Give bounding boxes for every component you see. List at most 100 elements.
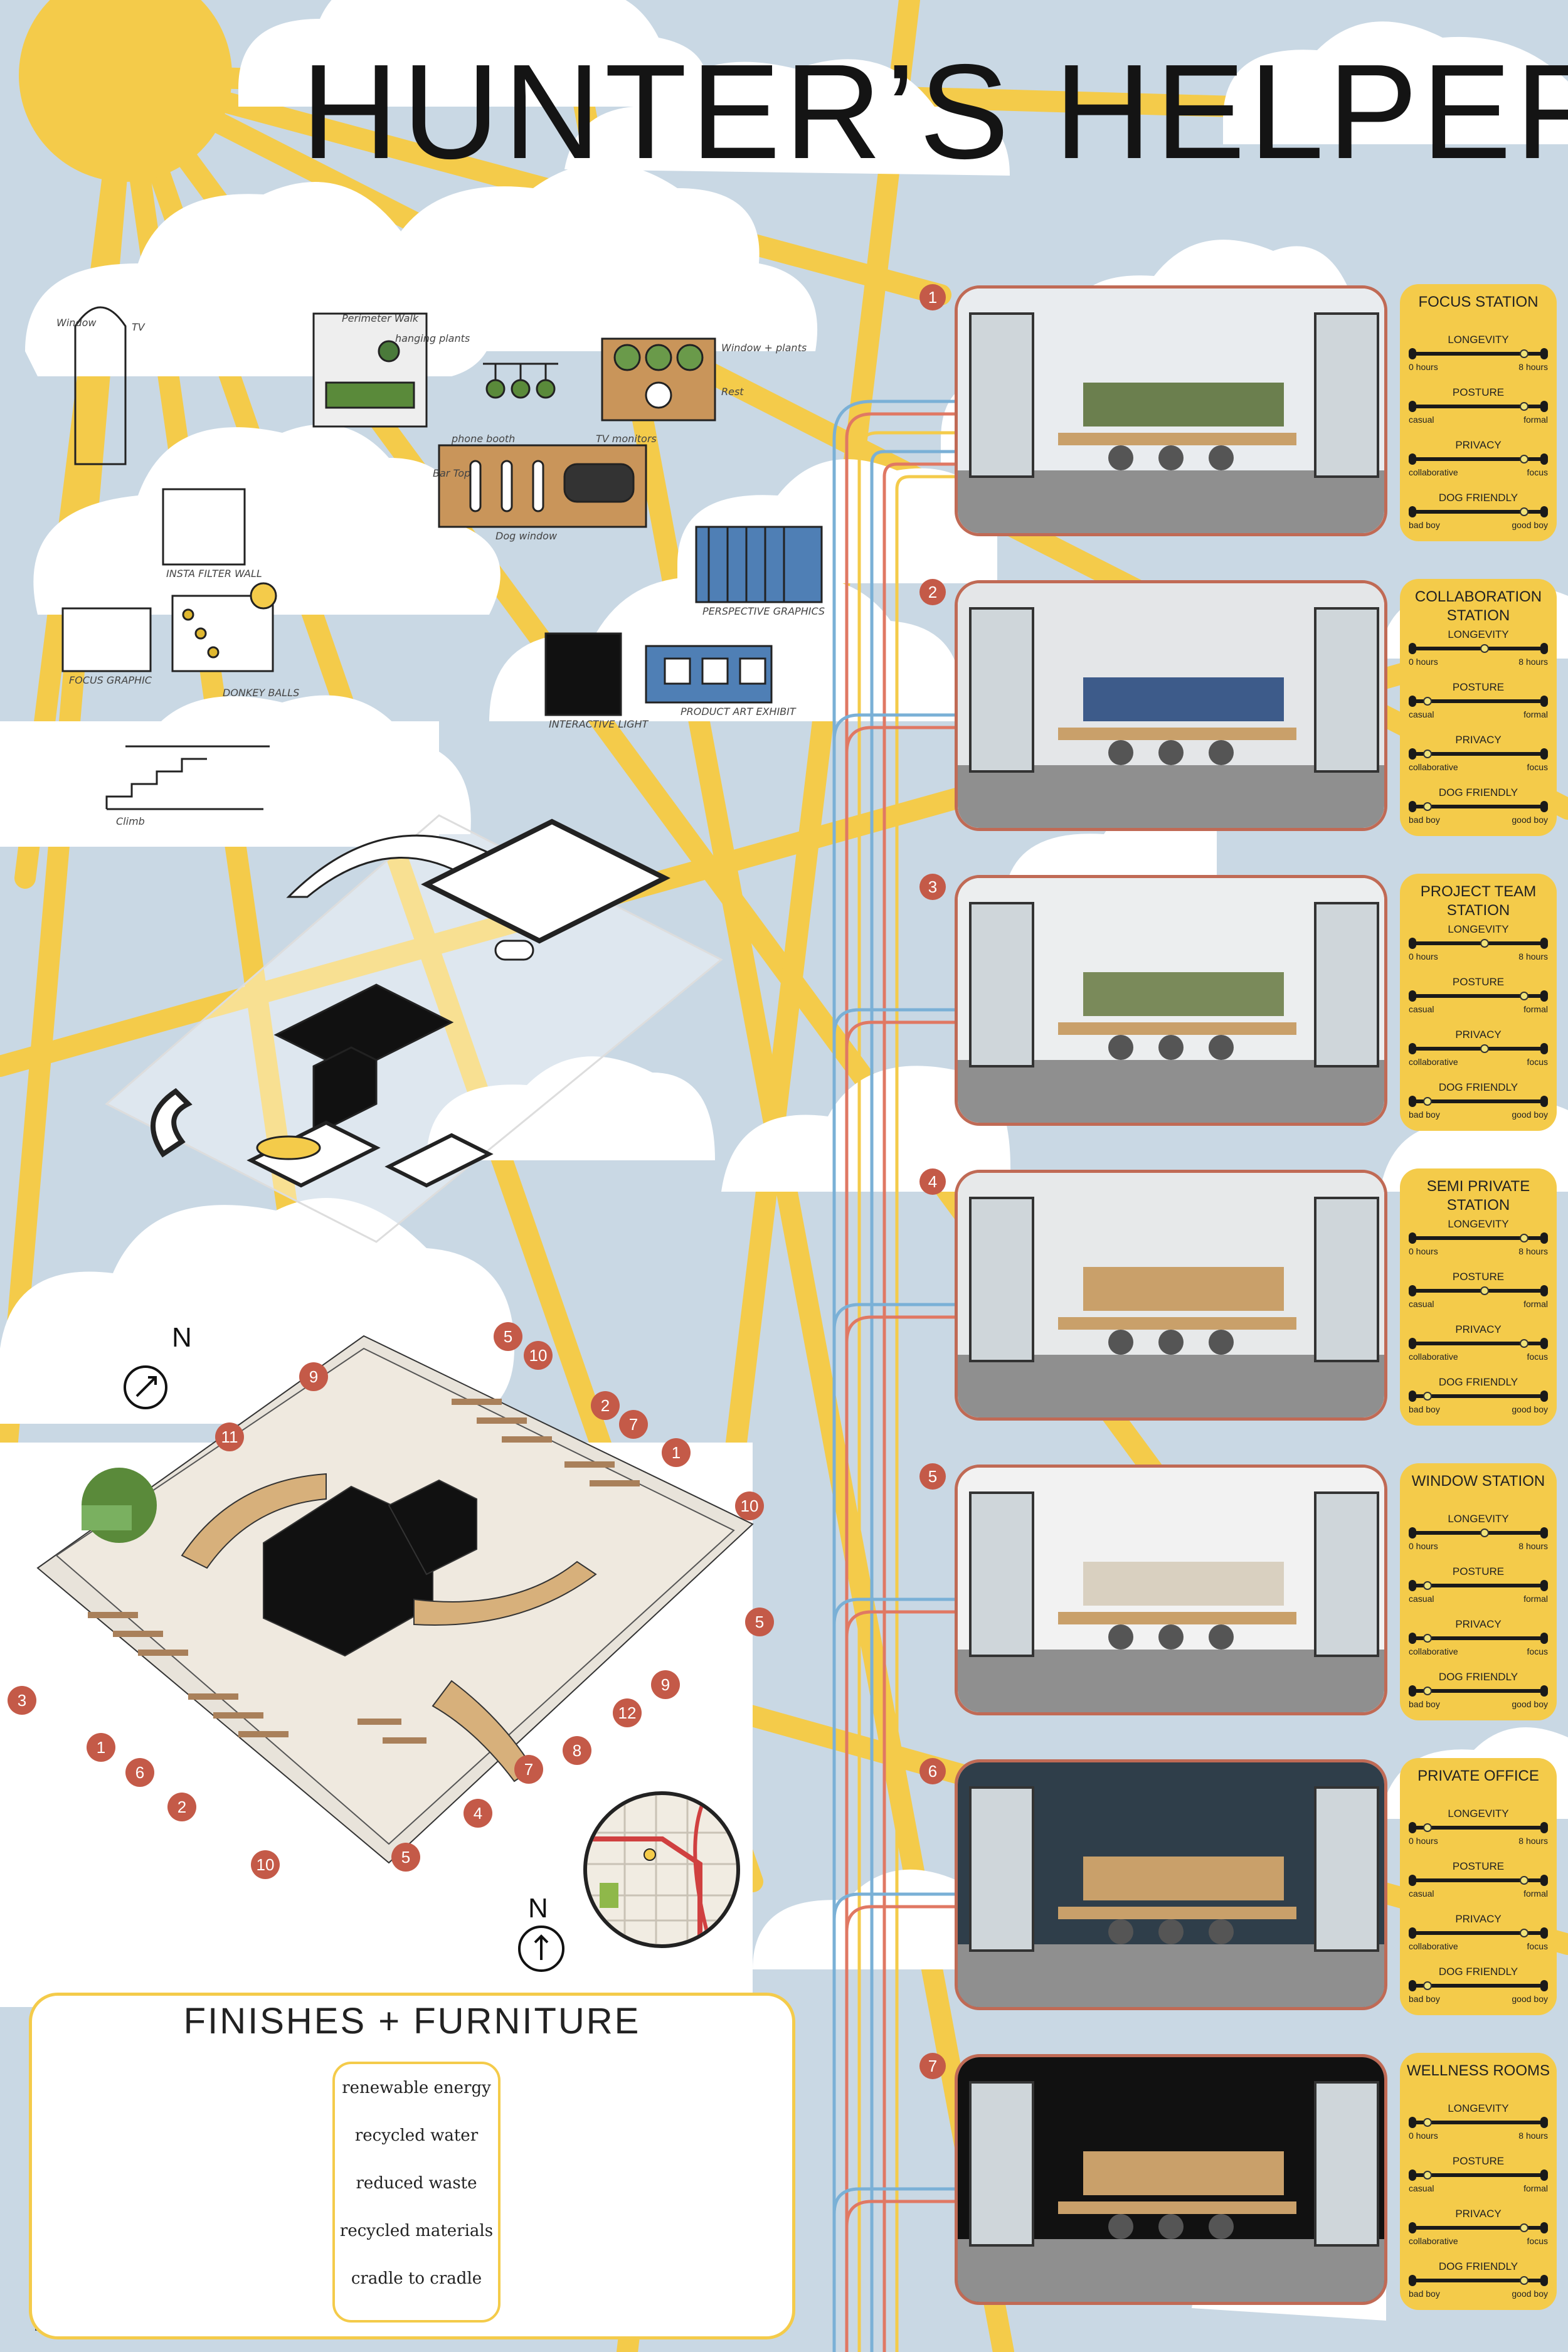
metric-label: POSTURE (1452, 386, 1505, 398)
metric-label: PRIVACY (1455, 439, 1502, 451)
slider-marker (1480, 939, 1489, 948)
bone-slider (1409, 401, 1548, 412)
metric-low-label: 0 hours (1409, 951, 1438, 961)
metric-high-label: good boy (1512, 1994, 1548, 2004)
plan-marker: 6 (125, 1758, 154, 1787)
bone-slider (1409, 938, 1548, 949)
plan-marker: 9 (299, 1362, 328, 1391)
bone-slider (1409, 1685, 1548, 1697)
metric-low-label: 0 hours (1409, 1836, 1438, 1846)
metric-low-label: collaborative (1409, 1057, 1458, 1067)
station-name: SEMI PRIVATE STATION (1426, 1178, 1530, 1214)
bone-slider (1409, 696, 1548, 707)
bone-slider (1409, 2117, 1548, 2128)
metric-label: POSTURE (1452, 1565, 1505, 1577)
sketch-drawings (61, 306, 823, 810)
metric-label: POSTURE (1452, 681, 1505, 693)
metric-low-label: bad boy (1409, 1699, 1440, 1709)
metric-label: POSTURE (1452, 2155, 1505, 2167)
bone-slider (1409, 801, 1548, 812)
station-number-badge: 3 (919, 874, 946, 900)
sketch-label: TV (132, 321, 145, 333)
plan-marker: 2 (591, 1391, 620, 1420)
sketch-label: Climb (116, 815, 145, 827)
metric-low-label: 0 hours (1409, 1246, 1438, 1256)
station-number-badge: 7 (919, 2053, 946, 2079)
metric-high-label: 8 hours (1518, 1836, 1548, 1846)
metric-low-label: casual (1409, 1888, 1434, 1899)
sketch-label: PRODUCT ART EXHIBIT (681, 706, 796, 718)
metric-high-label: 8 hours (1518, 951, 1548, 961)
sketch-label: Bar Top (433, 467, 471, 479)
plan-marker: 11 (215, 1422, 244, 1451)
metric-label: POSTURE (1452, 1860, 1505, 1872)
metric-label: DOG FRIENDLY (1438, 1081, 1518, 1093)
sketch-label: hanging plants (395, 332, 470, 344)
metric-high-label: formal (1523, 1299, 1548, 1309)
slider-marker (1519, 1339, 1528, 1348)
bone-slider (1409, 1580, 1548, 1591)
metric-low-label: 0 hours (1409, 2131, 1438, 2141)
station-number-badge: 1 (919, 284, 946, 310)
metric-high-label: 8 hours (1518, 362, 1548, 372)
sustainability-item: renewable energy (342, 2079, 491, 2097)
slider-marker (1480, 644, 1489, 653)
bone-slider (1409, 348, 1548, 359)
plan-marker: 12 (613, 1698, 642, 1727)
axon-upper (105, 814, 723, 1243)
bone-slider (1409, 1043, 1548, 1054)
metric-low-label: casual (1409, 1004, 1434, 1014)
slider-marker (1423, 1581, 1433, 1590)
plan-marker: 4 (464, 1799, 492, 1828)
bone-slider (1409, 1338, 1548, 1349)
location-map (583, 1791, 740, 1948)
metric-high-label: formal (1523, 1888, 1548, 1899)
metric-label: PRIVACY (1455, 1323, 1502, 1335)
bone-slider (1409, 2222, 1548, 2233)
slider-marker (1519, 1234, 1528, 1242)
bone-slider (1409, 1527, 1548, 1539)
metric-label: LONGEVITY (1448, 923, 1509, 935)
slider-marker (1423, 1097, 1433, 1106)
metric-high-label: good boy (1512, 520, 1548, 530)
metric-low-label: 0 hours (1409, 1541, 1438, 1551)
metric-low-label: casual (1409, 1299, 1434, 1309)
bone-slider (1409, 1822, 1548, 1833)
sketch-label: TV monitors (596, 433, 657, 445)
sketch-label: Window (56, 317, 97, 329)
sustainability-item: cradle to cradle (351, 2269, 482, 2288)
metric-low-label: 0 hours (1409, 362, 1438, 372)
slider-marker (1480, 1528, 1489, 1537)
bone-slider (1409, 1633, 1548, 1644)
station-rendering (955, 1170, 1387, 1421)
sketch-label: Rest (721, 386, 744, 398)
metric-high-label: good boy (1512, 1404, 1548, 1414)
plan-marker: 10 (524, 1341, 553, 1370)
plan-marker: 5 (745, 1608, 774, 1636)
metric-high-label: formal (1523, 2183, 1548, 2193)
slider-marker (1423, 1823, 1433, 1832)
station-rendering (955, 2054, 1387, 2305)
metric-label: PRIVACY (1455, 1029, 1502, 1041)
slider-marker (1423, 1634, 1433, 1643)
metric-label: LONGEVITY (1448, 1513, 1509, 1525)
metric-high-label: formal (1523, 709, 1548, 719)
station-rendering (955, 875, 1387, 1126)
bone-slider (1409, 1927, 1548, 1939)
metric-label: PRIVACY (1455, 2208, 1502, 2220)
slider-marker (1423, 2118, 1433, 2127)
station-connector-lines (832, 400, 960, 2352)
plan-marker: 10 (735, 1491, 764, 1520)
metric-label: LONGEVITY (1448, 2102, 1509, 2114)
